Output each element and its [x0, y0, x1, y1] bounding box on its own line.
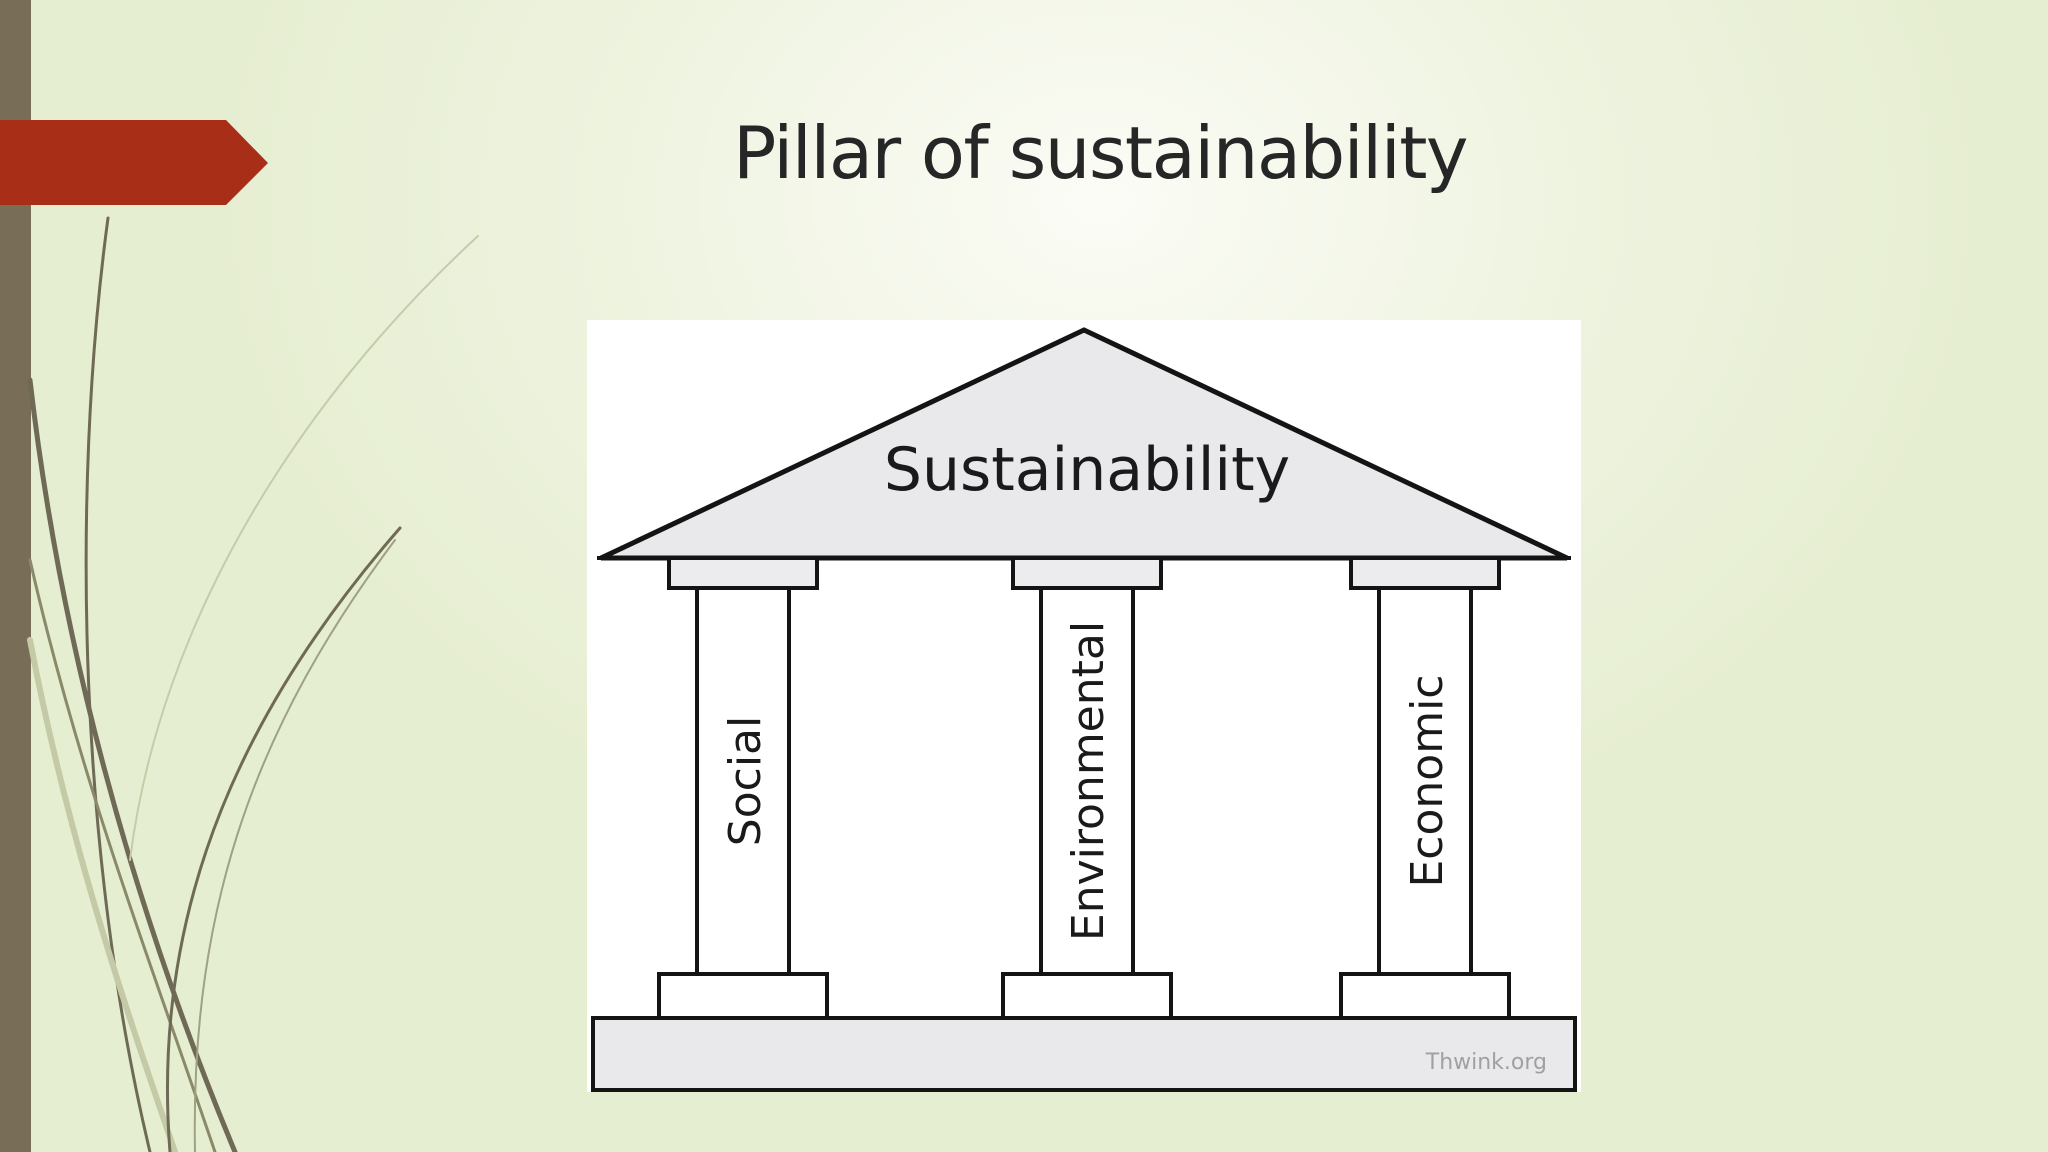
pillar-social: Social	[657, 556, 829, 1020]
roof-label: Sustainability	[884, 435, 1290, 505]
pillar-label-economic: Economic	[1402, 675, 1453, 888]
pillar-label-environmental: Environmental	[1063, 621, 1114, 941]
pillar-label-social: Social	[720, 716, 771, 846]
accent-arrow	[0, 120, 268, 205]
pillar-environmental: Environmental	[1001, 556, 1173, 1020]
watermark: Thwink.org	[1425, 1050, 1547, 1075]
pillar-economic: Economic	[1339, 556, 1511, 1020]
foundation	[591, 1016, 1577, 1092]
sustainability-pillars-diagram: Sustainability Social Environmental Econ…	[587, 320, 1581, 1092]
slide-title: Pillar of sustainability	[732, 111, 1469, 195]
